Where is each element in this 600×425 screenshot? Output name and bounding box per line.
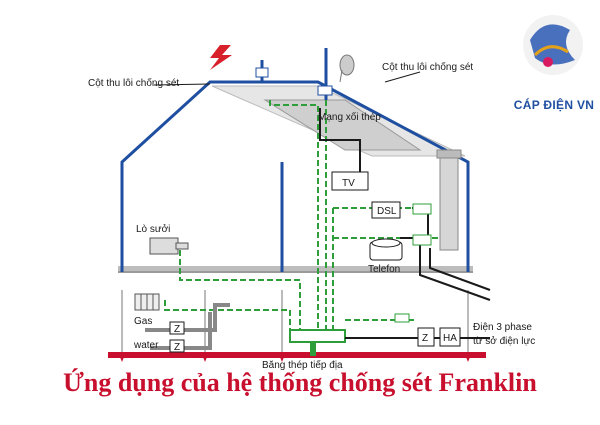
equipotential-bar: [289, 329, 346, 343]
radiator-icon: [134, 293, 160, 311]
earth-strip: [108, 342, 486, 362]
z-water-label: Z: [174, 342, 180, 353]
mesh-label: Mạng xối thép: [318, 111, 381, 123]
z-gas-label: Z: [174, 324, 180, 335]
satellite-dish-icon: [339, 54, 355, 83]
rod-left-label: Cột thu lôi chống sét: [88, 77, 179, 89]
dsl-protector: [412, 203, 432, 215]
water-meter-box: [169, 339, 185, 353]
chimney: [436, 149, 462, 251]
bonding-lines: [164, 100, 440, 330]
dsl-box: [371, 201, 401, 219]
fireplace-label: Lò sưởi: [136, 223, 170, 235]
floor-slab: [118, 266, 473, 273]
gas-label: Gas: [134, 316, 152, 327]
power-line-label-1: Điện 3 phase: [473, 322, 532, 333]
earth-strip-label: Băng thép tiếp địa: [262, 359, 343, 371]
tv-label: TV: [342, 178, 355, 189]
rod-right-label: Cột thu lôi chống sét: [382, 61, 473, 73]
surge-protector: [394, 313, 410, 323]
brand-logo-icon: [523, 15, 583, 75]
antenna-box: [255, 67, 269, 78]
z-power-label: Z: [422, 333, 428, 344]
telefon-protector: [412, 234, 432, 246]
power-meter-box: [417, 327, 435, 347]
down-conductors: [120, 48, 470, 272]
earth-rods: [121, 290, 469, 355]
telephone-icon: [369, 238, 403, 261]
water-label: water: [133, 340, 159, 351]
caption: Ứng dụng của hệ thống chống sét Franklin: [63, 368, 537, 397]
service-lines: [319, 108, 491, 339]
telefon-label: Telefon: [368, 264, 400, 275]
antenna-box: [317, 85, 333, 96]
house-connection-box: [439, 327, 461, 347]
lightning-bolt-icon: [210, 45, 232, 70]
tv-box: [331, 171, 369, 191]
gas-meter-box: [169, 321, 185, 335]
power-line-label-2: từ sở điện lực: [473, 335, 535, 347]
brand-name: CÁP ĐIỆN VN: [513, 98, 595, 112]
fireplace-icon: [149, 237, 189, 255]
dsl-label: DSL: [377, 206, 397, 217]
ha-label: HA: [443, 333, 457, 344]
